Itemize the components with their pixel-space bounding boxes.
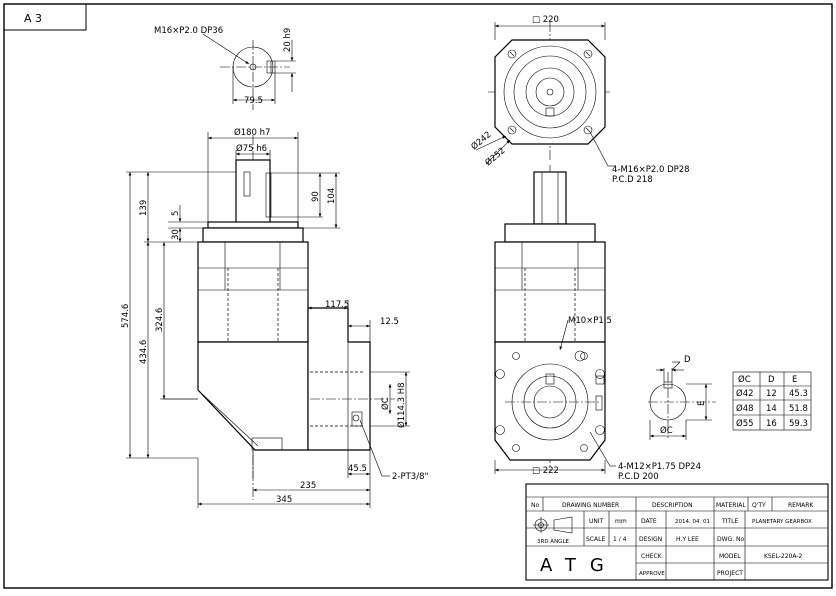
output-flange-taps-callout: 4-M16×P2.0 DP28 [612, 165, 690, 175]
key-table-cell: 12 [766, 389, 777, 399]
dim-30: 30 [171, 229, 181, 240]
key-section-view: D E ØC [648, 355, 716, 440]
key-table-cell: Ø55 [736, 418, 754, 429]
bore-c-dim: ØC [380, 397, 391, 410]
model-label: MODEL [719, 553, 741, 560]
sheet-border [3, 3, 833, 589]
scale-label: SCALE [586, 536, 605, 543]
design-label: DESIGN [639, 536, 662, 543]
title-label: TITLE [721, 518, 738, 525]
output-flange-pcd-callout: P.C.D 218 [612, 175, 653, 185]
key-e-dim: E [697, 401, 707, 406]
tb-header-description: DESCRIPTION [652, 502, 693, 509]
sheet-size-label: A 3 [24, 12, 42, 25]
tb-header-qty: Q'TY [752, 502, 766, 509]
dim-139: 139 [139, 200, 149, 216]
key-table-cell: 59.3 [789, 419, 808, 429]
title-block: No DRAWING NUMBER DESCRIPTION MATERIAL Q… [525, 483, 829, 581]
bore-114-dim: Ø114.3 H8 [396, 382, 407, 428]
key-table-cell: 51.8 [789, 404, 808, 414]
key-table-cell: 14 [766, 404, 777, 414]
key-d-dim: D [684, 355, 691, 365]
height-434-dim: 434.6 [139, 340, 149, 364]
projection-label: 3RD ANGLE [537, 539, 570, 545]
shaft-dia-dim: Ø75 h6 [236, 143, 267, 154]
dim-5: 5 [171, 211, 181, 216]
key-height-dim: 79.5 [244, 96, 263, 106]
square-top-dim: □ 220 [532, 15, 559, 25]
section-c-dim: ØC [660, 425, 673, 436]
key-table-header-d: D [768, 375, 775, 385]
scale-value: 1 / 4 [613, 536, 627, 543]
keyway-width-dim: 20 h9 [283, 28, 293, 52]
key-table-cell: 45.3 [789, 389, 808, 399]
dia-242-dim: Ø242 [469, 129, 494, 152]
input-flange-pcd-callout: P.C.D 200 [618, 472, 659, 482]
key-table-cell: Ø48 [736, 403, 754, 414]
project-label: PROJECT [717, 570, 743, 577]
check-label: CHECK [641, 553, 663, 560]
height-324-dim: 324.6 [155, 308, 165, 332]
pipe-thread-callout: 2-PT3/8" [392, 472, 428, 482]
flange-dia-dim: Ø180 h7 [234, 127, 270, 138]
side-view: M10×P1.5 □ 222 4-M12×P1.75 DP24 P.C.D 20… [494, 165, 701, 482]
unit-label: UNIT [589, 518, 604, 525]
shaft-tap-callout: M16×P2.0 DP36 [154, 26, 223, 36]
key-table: ØC D E Ø42 12 45.3 Ø48 14 51.8 Ø55 16 59… [732, 371, 812, 431]
tb-header-no: No [531, 502, 539, 509]
key-table-header-c: ØC [738, 374, 751, 385]
square-bottom-dim: □ 222 [532, 466, 559, 476]
date-label: DATE [641, 518, 657, 525]
key-table-cell: Ø42 [736, 388, 754, 399]
unit-value: mm [615, 518, 627, 525]
shaft-end-view: M16×P2.0 DP36 20 h9 79.5 [154, 26, 296, 110]
model-value: KSEL-220A-2 [764, 553, 803, 560]
title-value: PLANETARY GEARBOX [752, 519, 812, 525]
dia-252-dim: Ø252 [483, 145, 508, 168]
date-value: 2014. 04. 01 [675, 519, 710, 525]
dim-45: 45.5 [348, 464, 367, 474]
side-tap-callout: M10×P1.5 [568, 316, 612, 326]
overall-height-dim: 574.6 [121, 304, 131, 328]
input-flange-taps-callout: 4-M12×P1.75 DP24 [618, 462, 701, 472]
front-view: Ø180 h7 Ø75 h6 90 104 574.6 434.6 324.6 … [121, 127, 428, 508]
key-table-header-e: E [792, 375, 797, 385]
shaft-len-104-dim: 104 [327, 188, 337, 204]
shaft-len-90-dim: 90 [311, 191, 321, 202]
tb-header-material: MATERIAL [716, 502, 746, 509]
top-view: □ 220 Ø242 Ø252 4-M16×P2.0 DP28 P.C.D 21… [469, 15, 690, 185]
dim-12: 12.5 [380, 317, 399, 327]
sheet-size-box [3, 3, 87, 31]
projection-symbol-icon [533, 516, 573, 534]
dim-345: 345 [276, 495, 292, 505]
key-table-cell: 16 [766, 419, 777, 429]
approve-label: APPROVE [639, 571, 665, 577]
tb-header-drawing-number: DRAWING NUMBER [562, 502, 619, 509]
dim-235: 235 [300, 481, 316, 491]
dwg-label: DWG. No [717, 536, 745, 543]
dim-117: 117.5 [325, 300, 349, 310]
tb-header-remark: REMARK [788, 502, 814, 509]
company-logo: ATG [540, 555, 618, 576]
design-value: H.Y LEE [676, 536, 699, 543]
